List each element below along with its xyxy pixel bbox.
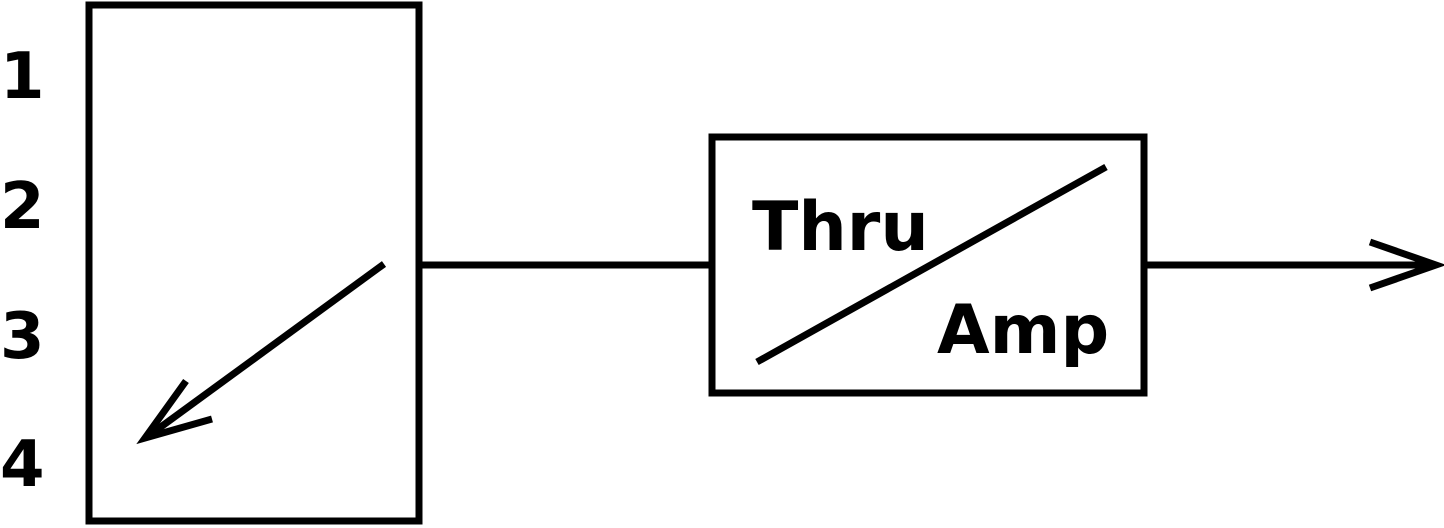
thru-label: Thru — [752, 188, 929, 267]
output-arrow-icon — [1144, 238, 1444, 292]
amp-label: Amp — [937, 291, 1109, 370]
port-labels: 1 2 3 4 — [0, 40, 45, 502]
port-label-2: 2 — [0, 170, 45, 244]
diagonal-divider — [755, 163, 1108, 366]
port-label-1: 1 — [0, 40, 45, 114]
port-label-4: 4 — [0, 428, 45, 502]
port-label-3: 3 — [0, 300, 45, 374]
selector-arrow-icon — [136, 261, 387, 445]
switch-box — [85, 1, 423, 525]
switch-box-frame — [85, 1, 423, 525]
thru-amp-box: Thru Amp — [708, 133, 1148, 397]
output-arrowhead — [1368, 238, 1444, 292]
